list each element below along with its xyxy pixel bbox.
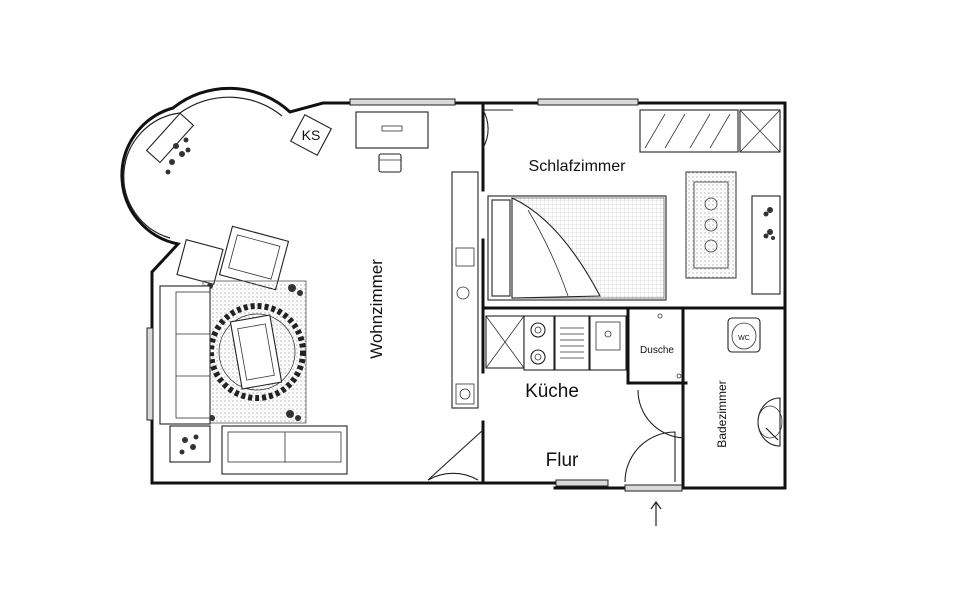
wardrobe: [639, 109, 781, 153]
room-labels: Wohnzimmer Schlafzimmer Küche Flur Dusch…: [367, 158, 729, 471]
side-table-plant-icon: [169, 425, 211, 463]
outer-walls: [120, 86, 787, 490]
sofa-bottom: [221, 425, 348, 475]
armchair-top: [176, 225, 290, 291]
rug: [202, 280, 307, 424]
room-label-flur: Flur: [546, 450, 579, 471]
room-label-wohnzimmer: Wohnzimmer: [367, 259, 386, 359]
interior-walls: [481, 103, 787, 490]
room-label-dusche: Dusche: [640, 345, 674, 356]
wc-toilet: WC: [727, 317, 761, 353]
bedroom-rug: [685, 171, 737, 279]
room-label-schlafzimmer: Schlafzimmer: [529, 158, 627, 175]
ks-label: KS: [302, 127, 321, 143]
room-label-kueche: Küche: [525, 381, 579, 402]
wc-label: WC: [738, 335, 750, 342]
room-label-badezimmer: Badezimmer: [715, 380, 729, 447]
windows: [146, 98, 683, 492]
desk-and-chair: [355, 111, 429, 173]
doors: [427, 109, 684, 483]
washbasin: [757, 397, 783, 447]
kitchen-units: [485, 315, 627, 371]
kitchen-counter-wall: [451, 171, 479, 409]
bed: [487, 195, 667, 301]
shower-fixtures: [657, 313, 682, 379]
sofa-left: [159, 285, 211, 425]
bedroom-shelf-plant-icon: [751, 195, 781, 295]
plant-bench-icon: [145, 112, 195, 175]
ks-cabinet: KS: [289, 113, 333, 157]
entrance-arrow-icon: [650, 500, 662, 526]
